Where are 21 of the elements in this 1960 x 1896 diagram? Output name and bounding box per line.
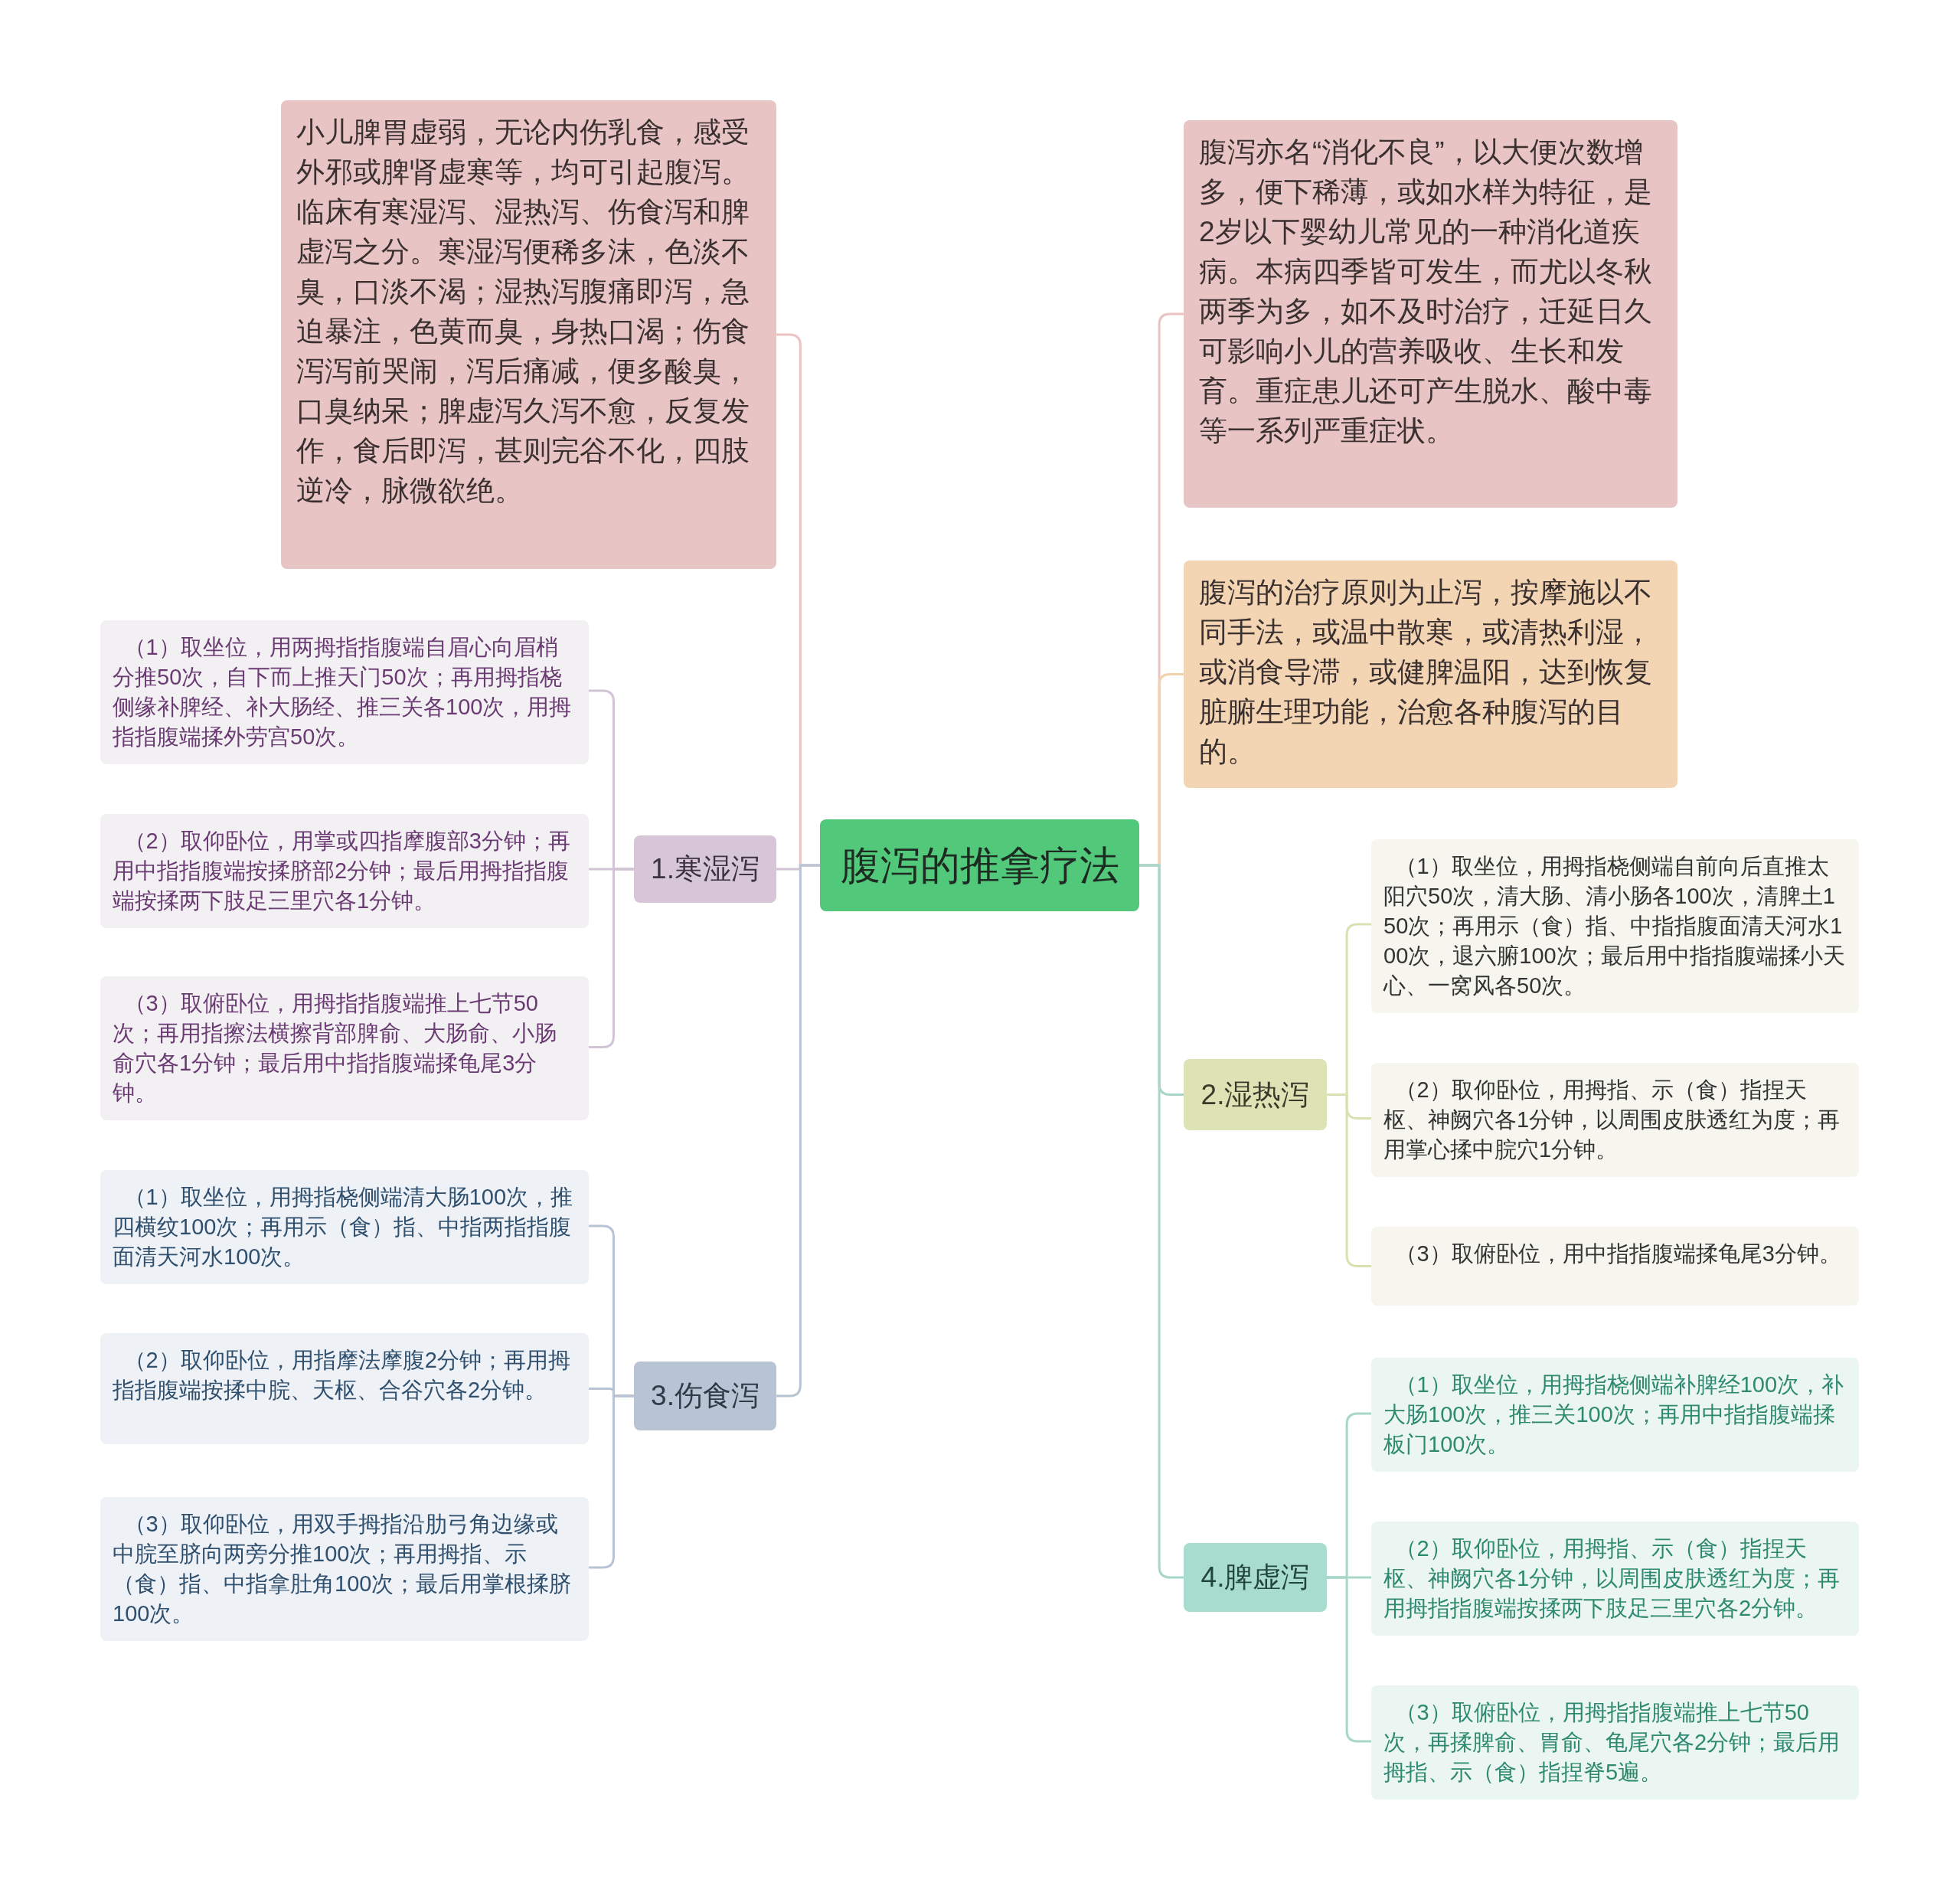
step-box: （1）取坐位，用拇指桡侧端自前向后直推太阳穴50次，清大肠、清小肠各100次，清脾土150次；再用示（食）指、中指指腹面清天河水100次，退六腑100次；最后用中指指腹端揉小天心、一窝风各50次。 [1371, 839, 1859, 1013]
step-box: （2）取仰卧位，用指摩法摩腹2分钟；再用拇指指腹端按揉中脘、天枢、合谷穴各2分钟。 [100, 1333, 589, 1444]
step-box: （3）取俯卧位，用拇指指腹端推上七节50次；再用指擦法横擦背部脾俞、大肠俞、小肠俞穴各1分钟；最后用中指指腹端揉龟尾3分钟。 [100, 976, 589, 1120]
step-box: （2）取仰卧位，用拇指、示（食）指捏天枢、神阙穴各1分钟，以周围皮肤透红为度；再用掌心揉中脘穴1分钟。 [1371, 1063, 1859, 1177]
step-box: （1）取坐位，用拇指桡侧端补脾经100次，补大肠100次，推三关100次；再用中指指腹端揉板门100次。 [1371, 1358, 1859, 1472]
step-box: （2）取仰卧位，用拇指、示（食）指捏天枢、神阙穴各1分钟，以周围皮肤透红为度；再用拇指指腹端按揉两下肢足三里穴各2分钟。 [1371, 1522, 1859, 1636]
step-box: （3）取俯卧位，用中指指腹端揉龟尾3分钟。 [1371, 1227, 1859, 1306]
branch-topic-box: 1.寒湿泻 [634, 835, 776, 903]
root-topic-box: 腹泻的推拿疗法 [820, 819, 1139, 911]
step-box: （1）取坐位，用两拇指指腹端自眉心向眉梢分推50次，自下而上推天门50次；再用拇指桡侧缘补脾经、补大肠经、推三关各100次，用拇指指腹端揉外劳宫50次。 [100, 620, 589, 764]
step-box: （3）取俯卧位，用拇指指腹端推上七节50次，再揉脾俞、胃俞、龟尾穴各2分钟；最后用拇指、示（食）指捏脊5遍。 [1371, 1685, 1859, 1800]
summary-box: 小儿脾胃虚弱，无论内伤乳食，感受外邪或脾肾虚寒等，均可引起腹泻。临床有寒湿泻、湿热泻、伤食泻和脾虚泻之分。寒湿泻便稀多沫，色淡不臭，口淡不渴；湿热泻腹痛即泻，急迫暴注，色黄而臭，身热口渴；伤食泻泻前哭闹，泻后痛减，便多酸臭，口臭纳呆；脾虚泻久泻不愈，反复发作，食后即泻，甚则完谷不化，四肢逆冷，脉微欲绝。 [281, 100, 776, 569]
branch-topic-box: 2.湿热泻 [1184, 1059, 1327, 1130]
connector-line [589, 1394, 634, 1569]
summary-box: 腹泻亦名“消化不良”，以大便次数增多，便下稀薄，或如水样为特征，是2岁以下婴幼儿常见的一种消化道疾病。本病四季皆可发生，而尤以冬秋两季为多，如不及时治疗，迁延日久可影响小儿的营养吸收、生长和发育。重症患儿还可产生脱水、酸中毒等一系列严重症状。 [1184, 120, 1677, 508]
branch-topic-box: 3.伤食泻 [634, 1362, 776, 1430]
step-box: （2）取仰卧位，用掌或四指摩腹部3分钟；再用中指指腹端按揉脐部2分钟；最后用拇指指腹端按揉两下肢足三里穴各1分钟。 [100, 814, 589, 928]
principle-box: 腹泻的治疗原则为止泻，按摩施以不同手法，或温中散寒，或清热利湿，或消食导滞，或健脾温阳，达到恢复脏腑生理功能，治愈各种腹泻的目的。 [1184, 561, 1677, 788]
branch-topic-box: 4.脾虚泻 [1184, 1543, 1327, 1612]
step-box: （1）取坐位，用拇指桡侧端清大肠100次，推四横纹100次；再用示（食）指、中指两指指腹面清天河水100次。 [100, 1170, 589, 1284]
step-box: （3）取仰卧位，用双手拇指沿肋弓角边缘或中脘至脐向两旁分推100次；再用拇指、示（食）指、中指拿肚角100次；最后用掌根揉脐100次。 [100, 1497, 589, 1641]
